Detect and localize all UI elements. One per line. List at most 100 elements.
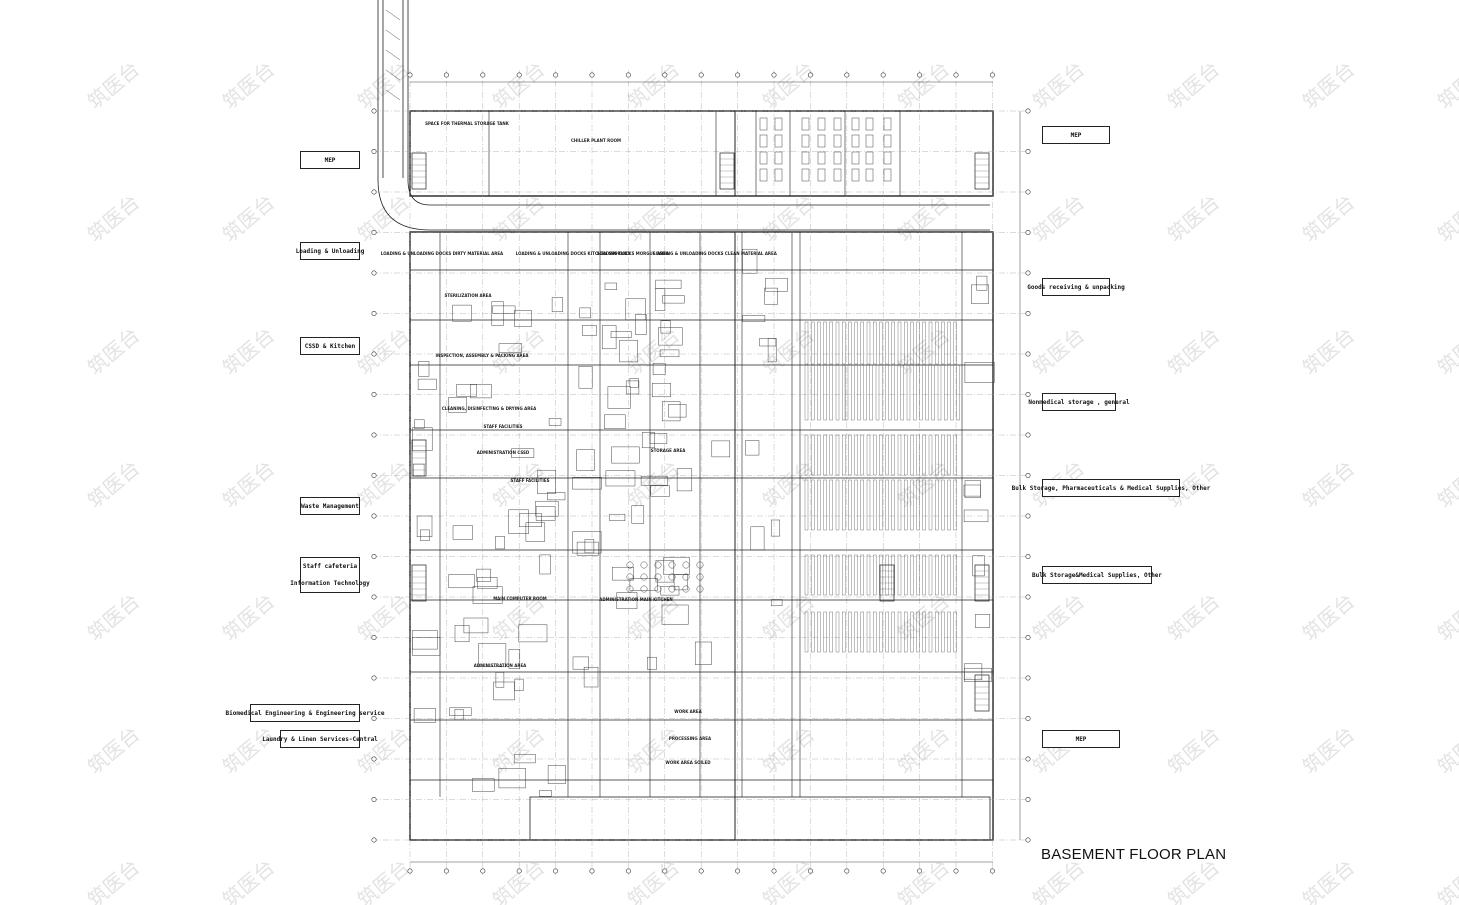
grid-bubble <box>1025 310 1031 316</box>
room <box>416 515 433 537</box>
room <box>609 513 626 521</box>
room <box>470 384 492 399</box>
room <box>454 625 470 643</box>
watermark-text: 筑医台 <box>218 456 279 513</box>
storage-rack <box>860 554 864 596</box>
storage-rack <box>935 611 939 653</box>
storage-rack <box>916 611 920 653</box>
room <box>661 604 689 625</box>
storage-rack <box>931 364 935 421</box>
storage-rack <box>869 364 873 421</box>
storage-rack <box>888 364 892 421</box>
grid-bubble <box>1025 391 1031 397</box>
room <box>610 331 632 338</box>
room <box>508 649 521 669</box>
vehicle-ramp <box>377 0 990 231</box>
room <box>619 339 638 363</box>
grid-bubble <box>553 72 559 78</box>
storage-rack <box>891 321 895 365</box>
room <box>661 401 681 422</box>
grid-bubble <box>662 72 668 78</box>
room <box>629 378 639 388</box>
room <box>605 470 636 487</box>
room <box>612 566 634 581</box>
room <box>420 529 430 541</box>
room <box>491 301 504 326</box>
room <box>537 469 556 494</box>
room <box>662 295 685 304</box>
cafeteria-table <box>626 561 634 569</box>
chiller-unit <box>759 117 768 131</box>
grid-bubble <box>516 868 522 874</box>
storage-rack <box>947 611 951 653</box>
grid-bubble <box>917 72 923 78</box>
cafeteria-table <box>654 585 662 593</box>
room <box>976 275 988 291</box>
room-label-docks-dirty: LOADING & UNLOADING DOCKS DIRTY MATERIAL… <box>381 251 504 256</box>
watermark-text: 筑医台 <box>1433 190 1459 247</box>
watermark-text: 筑医台 <box>1298 589 1359 646</box>
storage-rack <box>928 554 933 596</box>
grid-bubble <box>1025 756 1031 762</box>
cafeteria-table <box>682 573 690 581</box>
storage-rack <box>873 434 877 476</box>
chiller-unit <box>833 117 842 131</box>
grid-bubble <box>1025 351 1031 357</box>
storage-rack <box>817 321 821 365</box>
grid-bubble <box>1025 108 1031 114</box>
storage-rack <box>904 611 908 653</box>
grid-bubble <box>698 72 704 78</box>
room-label-docks-clean: LOADING & UNLOADING DOCKS CLEAN MATERIAL… <box>653 251 778 256</box>
room <box>572 531 602 554</box>
storage-rack <box>854 434 858 476</box>
room <box>477 577 498 589</box>
watermark-text: 筑医台 <box>83 57 144 114</box>
plan-title: BASEMENT FLOOR PLAN <box>1041 846 1227 863</box>
storage-rack <box>910 434 914 476</box>
grid-bubble <box>807 868 813 874</box>
room <box>417 378 437 390</box>
storage-rack <box>823 554 827 596</box>
storage-rack <box>804 554 809 596</box>
grid-bubble <box>371 715 377 721</box>
storage-rack <box>873 554 877 596</box>
room <box>607 386 631 409</box>
watermark-text: 筑医台 <box>353 190 414 247</box>
watermark-text: 筑医台 <box>488 722 549 779</box>
storage-rack <box>866 611 871 653</box>
grid-bubble <box>371 634 377 640</box>
room <box>764 287 778 305</box>
room-label-chiller: CHILLER PLANT ROOM <box>571 138 621 143</box>
watermark-text: 筑医台 <box>353 589 414 646</box>
storage-rack <box>835 479 840 531</box>
room <box>625 380 640 395</box>
storage-rack <box>848 554 852 596</box>
chiller-unit <box>817 117 826 131</box>
room <box>616 592 638 609</box>
left-label-cssd: CSSD & Kitchen <box>300 337 360 355</box>
watermark-text: 筑医台 <box>1163 323 1224 380</box>
storage-rack <box>897 611 902 653</box>
room <box>448 574 475 589</box>
room <box>629 578 658 591</box>
room <box>525 522 546 542</box>
grid-bubble <box>443 868 449 874</box>
storage-rack <box>947 554 951 596</box>
room <box>413 708 436 723</box>
room <box>472 778 495 792</box>
storage-rack <box>857 364 861 421</box>
storage-rack <box>891 554 895 596</box>
watermark-text: 筑医台 <box>353 456 414 513</box>
storage-rack <box>897 479 902 531</box>
left-label-waste: Waste Management <box>300 497 360 515</box>
room <box>412 637 441 656</box>
room-label-thermal-tank: SPACE FOR THERMAL STORAGE TANK <box>425 121 510 126</box>
room <box>971 284 989 304</box>
room <box>514 678 524 691</box>
watermark-text: 筑医台 <box>1298 190 1359 247</box>
storage-rack <box>835 611 840 653</box>
chiller-unit <box>801 134 810 148</box>
storage-rack <box>935 434 939 476</box>
chiller-unit <box>759 168 768 182</box>
room <box>535 500 559 517</box>
